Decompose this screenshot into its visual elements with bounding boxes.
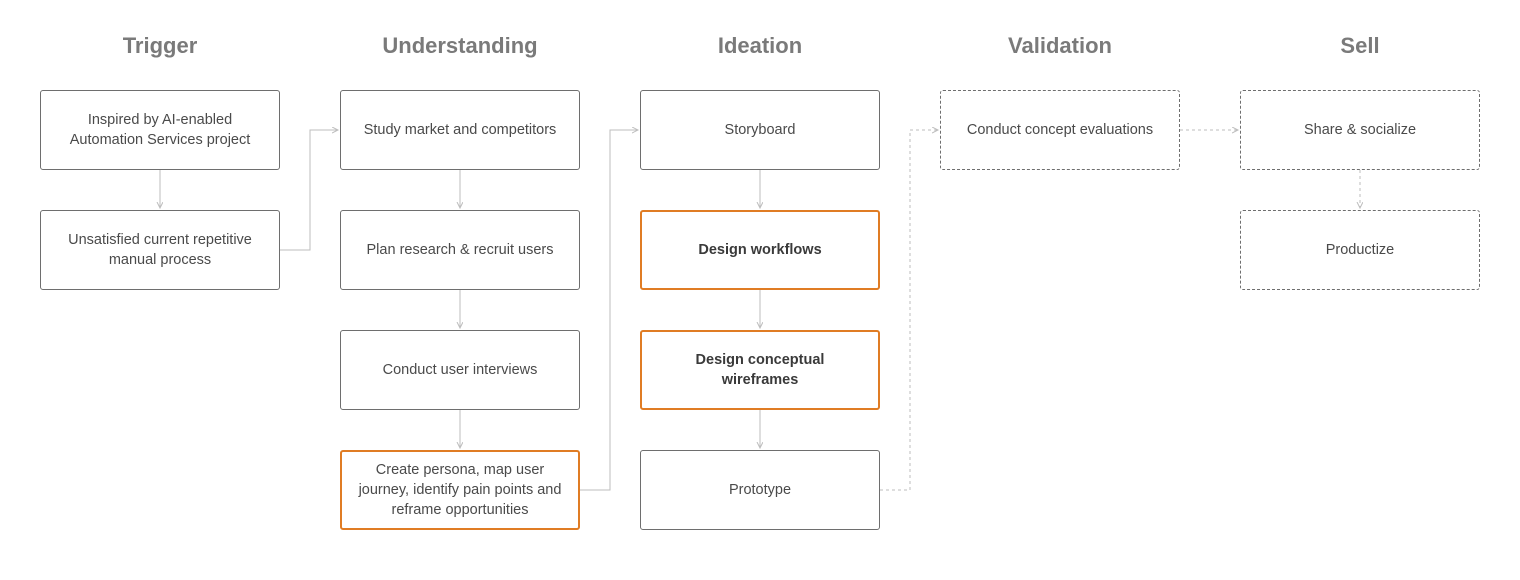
stage-title-understanding: Understanding: [382, 33, 538, 58]
step-box-prototype: Prototype: [640, 450, 880, 530]
step-box-create-persona: Create persona, map user journey, identi…: [340, 450, 580, 530]
step-box-share-socialize: Share & socialize: [1240, 90, 1480, 170]
stage-title-ideation: Ideation: [717, 33, 803, 58]
step-label: Design workflows: [698, 242, 822, 258]
step-label: Create persona, map user journey, identi…: [358, 462, 562, 518]
step-label: Plan research & recruit users: [366, 242, 554, 258]
connector-prototype-to-evaluations: [880, 130, 938, 491]
step-label: Conduct user interviews: [382, 362, 538, 378]
step-box-productize: Productize: [1240, 210, 1480, 290]
step-label: Share & socialize: [1303, 122, 1417, 138]
step-box-concept-evaluations: Conduct concept evaluations: [940, 90, 1180, 170]
step-label: Storyboard: [724, 122, 796, 138]
step-label: Design conceptual wireframes: [695, 352, 825, 388]
step-box-unsatisfied: Unsatisfied current repetitive manual pr…: [40, 210, 280, 290]
connector-persona-to-storyboard: [580, 130, 638, 491]
step-label: Unsatisfied current repetitive manual pr…: [68, 232, 252, 268]
stage-title-trigger: Trigger: [122, 33, 198, 58]
step-box-study-market: Study market and competitors: [340, 90, 580, 170]
step-box-user-interviews: Conduct user interviews: [340, 330, 580, 410]
step-box-design-workflows: Design workflows: [640, 210, 880, 290]
stage-title-validation: Validation: [1008, 33, 1112, 58]
step-box-design-wireframes: Design conceptual wireframes: [640, 330, 880, 410]
stage-title-sell: Sell: [1340, 33, 1380, 58]
step-box-inspired: Inspired by AI-enabled Automation Servic…: [40, 90, 280, 170]
step-label: Productize: [1325, 242, 1395, 258]
step-label: Conduct concept evaluations: [966, 122, 1154, 138]
connector-unsatisfied-to-study: [280, 130, 338, 251]
step-label: Study market and competitors: [363, 122, 557, 138]
step-box-plan-research: Plan research & recruit users: [340, 210, 580, 290]
step-label: Inspired by AI-enabled Automation Servic…: [69, 112, 251, 148]
step-label: Prototype: [728, 482, 792, 498]
step-box-storyboard: Storyboard: [640, 90, 880, 170]
